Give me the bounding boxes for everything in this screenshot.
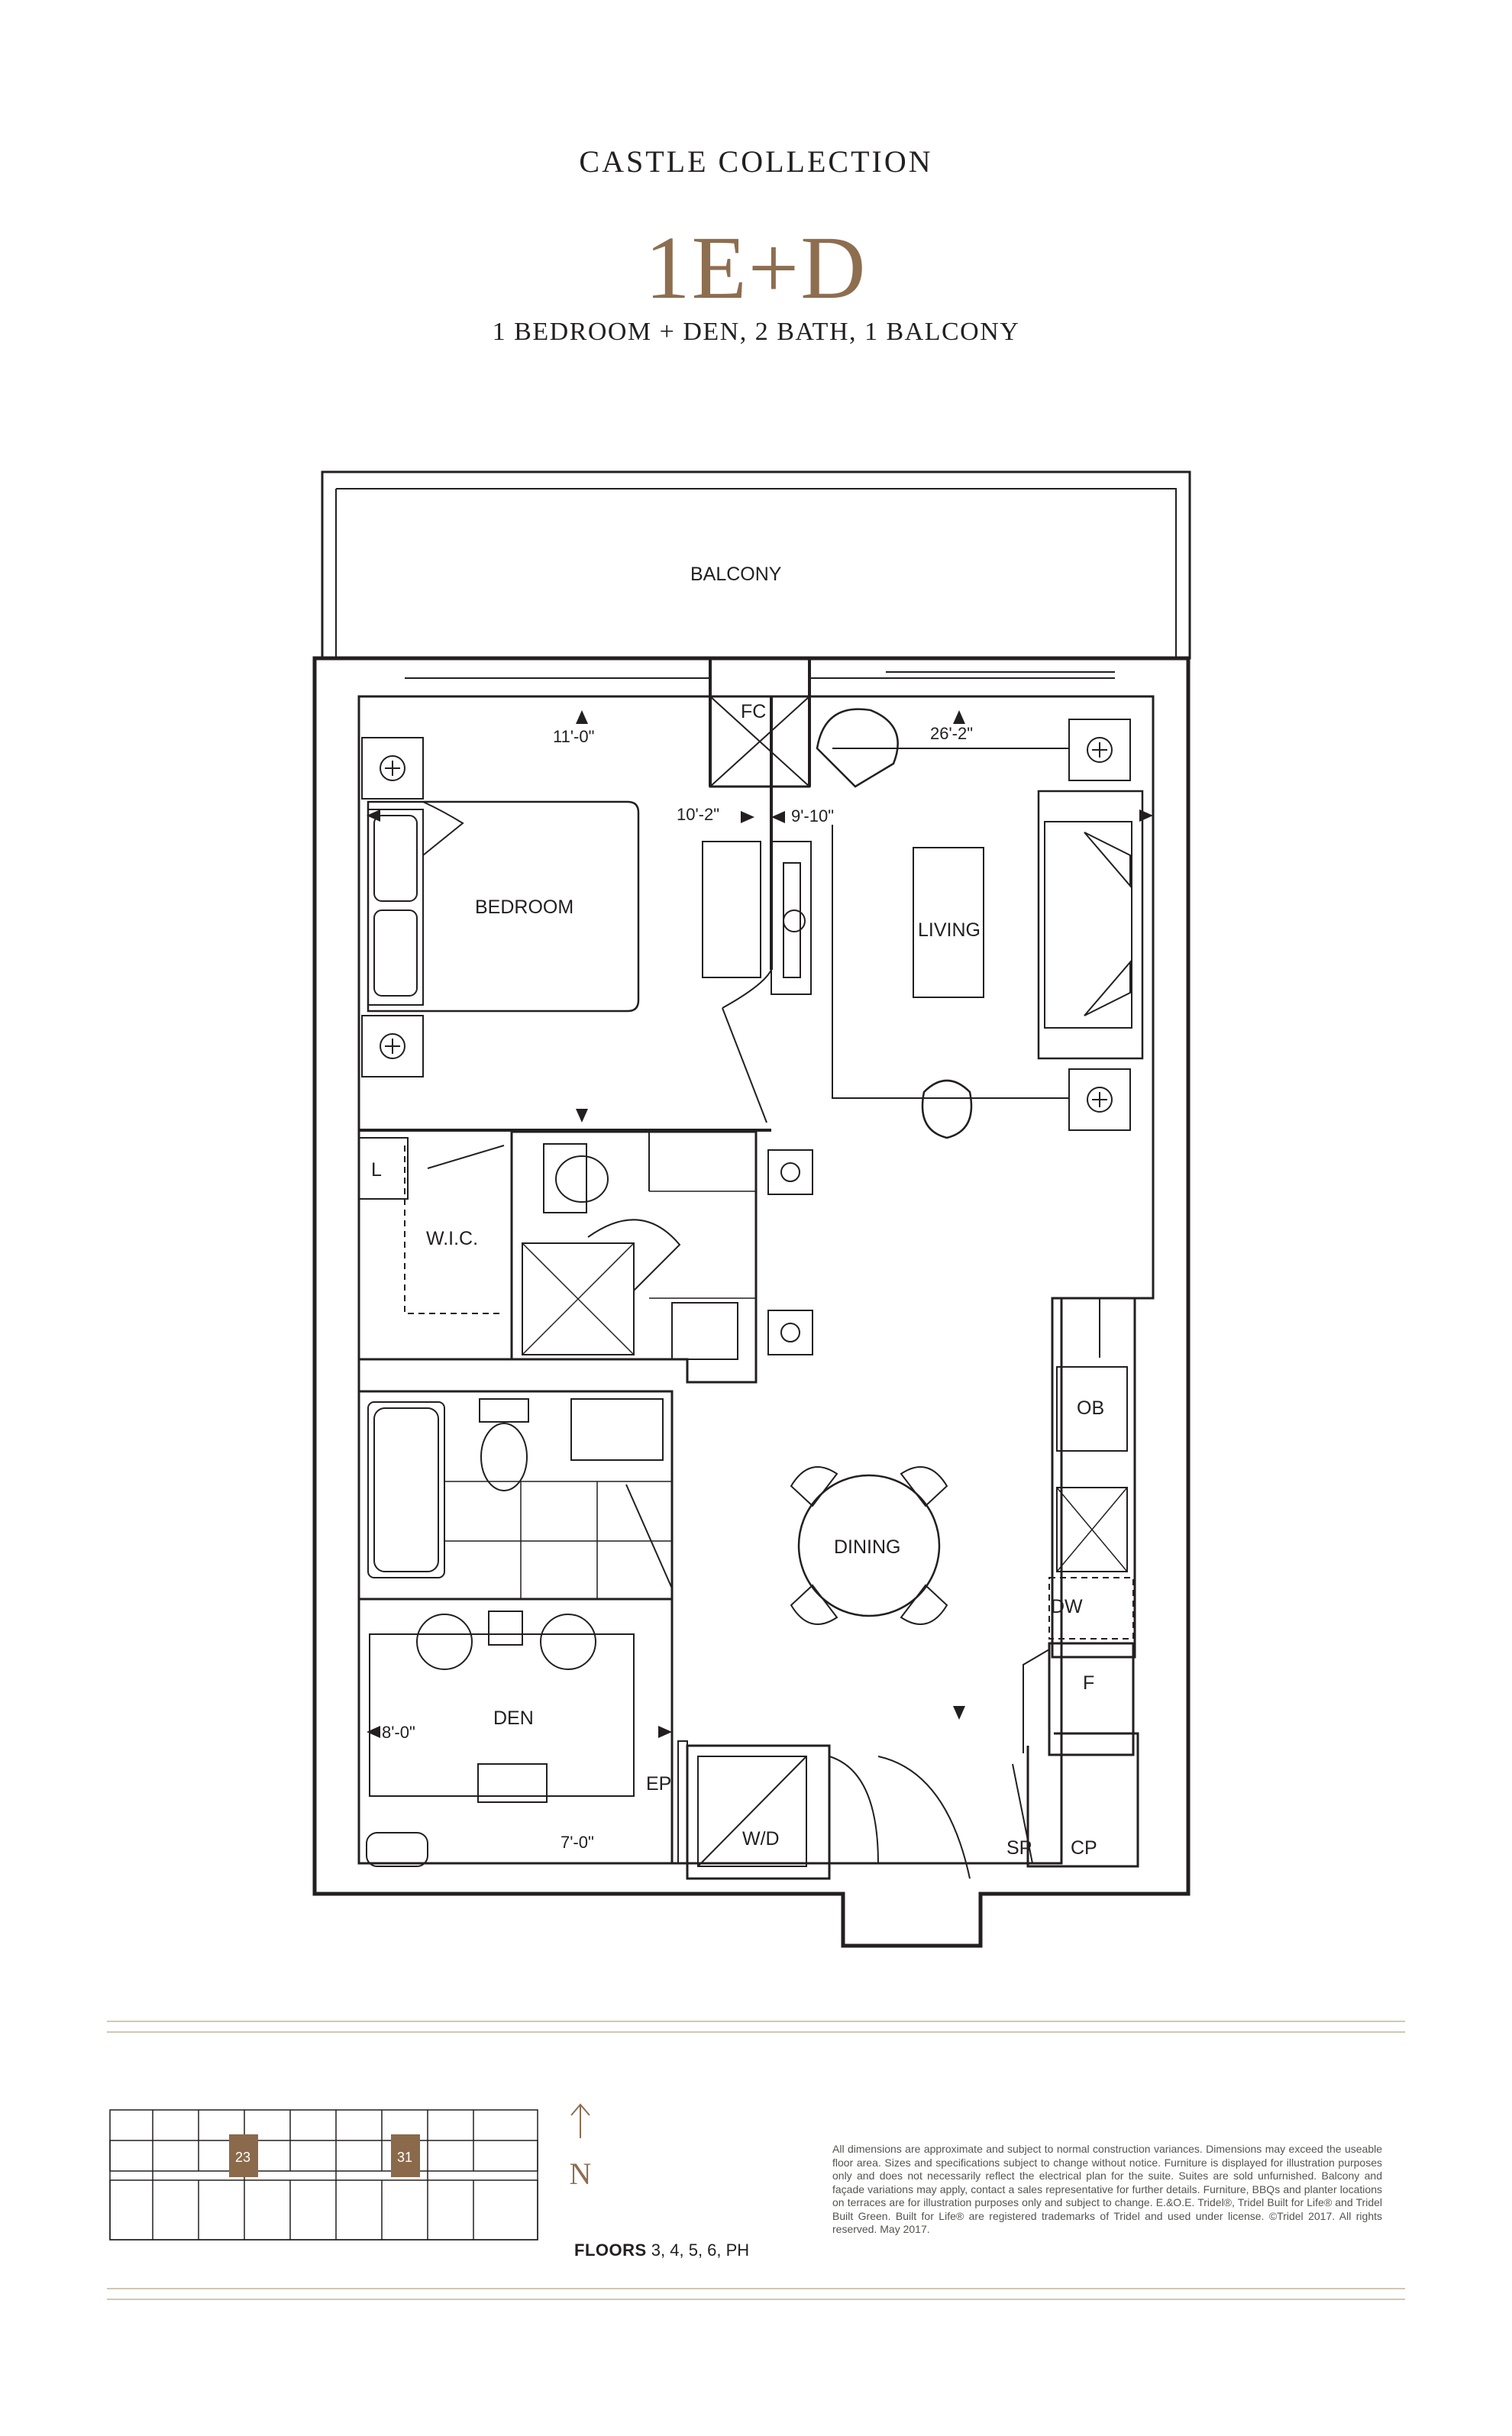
dim-living-width: 26'-2" [930, 724, 973, 743]
label-sp: SP [1006, 1837, 1032, 1859]
label-fridge: F [1083, 1672, 1094, 1694]
north-arrow: N [570, 2103, 592, 2191]
keyplan-unit-23: 23 [235, 2150, 250, 2165]
collection-title: CASTLE COLLECTION [579, 144, 933, 179]
suite-name: 1E+D [645, 218, 867, 318]
bed [367, 800, 640, 1013]
floor-plan: BALCONY BEDROOM LIVING DINING DEN W.I.C.… [312, 470, 1191, 1948]
dim-bedroom-width: 11'-0" [553, 727, 594, 746]
north-label: N [570, 2157, 592, 2191]
label-linen: L [371, 1159, 382, 1181]
dim-den-depth: 7'-0" [561, 1833, 594, 1852]
fc-closet [709, 695, 811, 788]
disclaimer-text: All dimensions are approximate and subje… [832, 2143, 1382, 2235]
label-dishwasher: DW [1051, 1596, 1083, 1617]
label-ep: EP [646, 1773, 671, 1795]
divider-bottom [107, 2288, 1405, 2289]
floors-label: FLOORS [574, 2241, 647, 2260]
keyplan-unit-31-highlight [391, 2134, 420, 2177]
label-fc: FC [741, 701, 766, 722]
label-den: DEN [493, 1707, 534, 1729]
label-bedroom: BEDROOM [475, 897, 573, 918]
keyplan-unit-31: 31 [397, 2150, 412, 2165]
label-dining: DINING [834, 1536, 901, 1558]
keyplan-unit-23-highlight [229, 2134, 258, 2177]
divider-bottom-inner [107, 2299, 1405, 2300]
dim-living-depth: 9'-10" [791, 806, 834, 825]
dim-bedroom-depth: 10'-2" [677, 805, 719, 824]
floors-info: FLOORS 3, 4, 5, 6, PH [574, 2241, 749, 2260]
label-balcony: BALCONY [690, 564, 782, 585]
floors-values: 3, 4, 5, 6, PH [651, 2241, 750, 2260]
label-living: LIVING [918, 919, 981, 941]
divider-top [107, 2021, 1405, 2022]
dining-table [797, 1474, 941, 1617]
suite-outer-wall [312, 656, 1191, 1948]
divider-top-inner [107, 2031, 1405, 2033]
key-plan: 23 31 [109, 2109, 538, 2241]
sofa [1037, 790, 1144, 1060]
label-washer-dryer: W/D [742, 1828, 780, 1850]
suite-description: 1 BEDROOM + DEN, 2 BATH, 1 BALCONY [492, 318, 1020, 346]
dim-den-width: 8'-0" [382, 1723, 415, 1742]
label-cp: CP [1071, 1837, 1097, 1859]
label-oven: OB [1077, 1397, 1104, 1419]
label-wic: W.I.C. [426, 1228, 478, 1249]
